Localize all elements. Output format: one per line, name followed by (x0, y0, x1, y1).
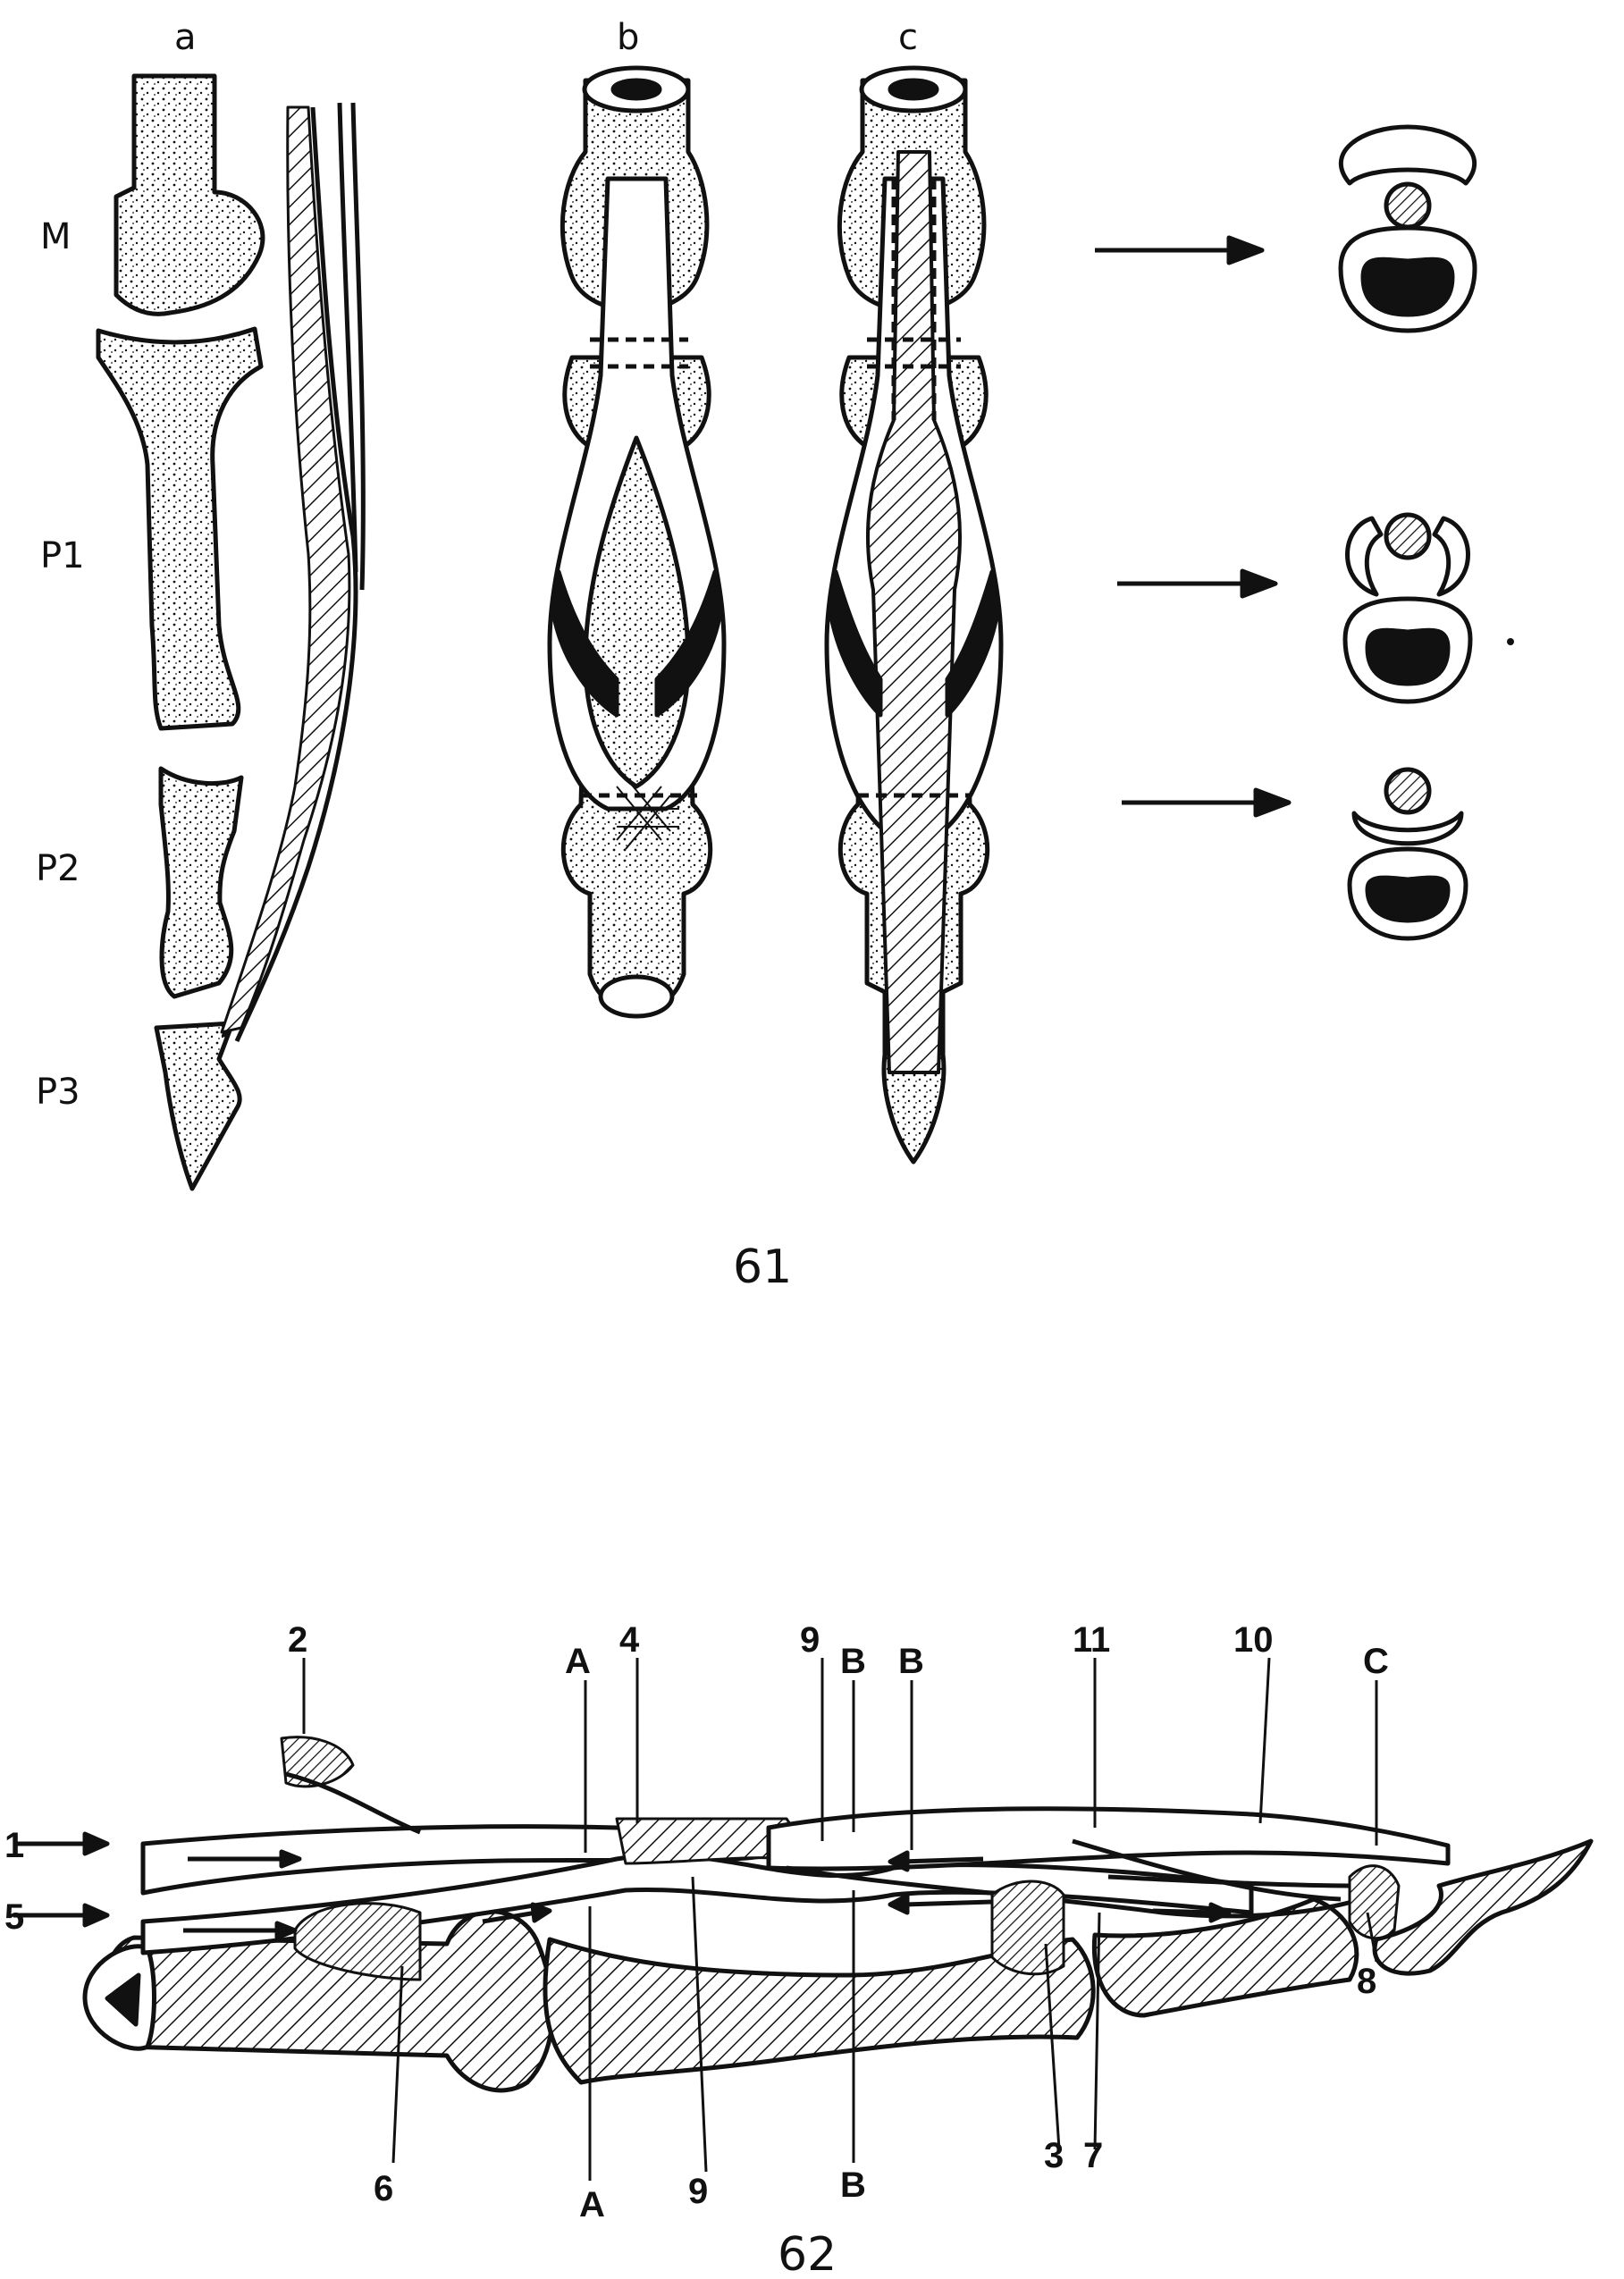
tendon-sheath-hole-c (888, 78, 939, 101)
label-10: 10 (1233, 1620, 1274, 1660)
label-1: 1 (4, 1826, 24, 1865)
label-8: 8 (1357, 1962, 1376, 2001)
label-7: 7 (1083, 2136, 1103, 2175)
pulley-6 (293, 1902, 422, 1981)
flow-arrow-6 (1152, 1908, 1216, 1915)
arrow-head-1 (1226, 235, 1265, 265)
tendon-circle-2 (1384, 512, 1432, 560)
panel-label-c: c (898, 17, 918, 58)
bone-label-p2: P2 (36, 848, 80, 889)
flow-arrow-2-head (274, 1921, 298, 1940)
stray-dot (1507, 638, 1514, 645)
leader-8 (1366, 1912, 1378, 1963)
arrow-head-2 (1240, 568, 1278, 599)
metacarpal-medulla (105, 1972, 141, 2027)
bone-label-p1: P1 (40, 535, 85, 576)
metacarpal-head (114, 73, 265, 316)
muscle-fibers-right-b (654, 569, 722, 718)
flow-arrow-3 (482, 1910, 537, 1924)
label-11: 11 (1073, 1620, 1110, 1660)
figure-caption-62: 62 (778, 2228, 837, 2279)
flow-arrow-5 (902, 1899, 993, 1907)
sheath-left-2 (1345, 516, 1384, 597)
label-b-top2: B (898, 1642, 924, 1681)
arrow-in-1-head (82, 1831, 110, 1856)
leader-9-bottom (691, 1876, 708, 2173)
panel-b-palmar-view (547, 65, 727, 1019)
cross-section-1 (1095, 124, 1477, 333)
label-c: C (1363, 1642, 1389, 1681)
panel-label-a: a (174, 17, 197, 58)
muscle-fibers-right-c (945, 569, 999, 718)
panel-c-palmar-view (824, 65, 1004, 1165)
tendon-line-1 (337, 102, 358, 573)
arrow-in-5-head (82, 1903, 110, 1928)
tendon-circle-3 (1384, 767, 1432, 815)
tendon-2-curve (285, 1771, 421, 1835)
leader-7 (1093, 1912, 1101, 2150)
bone-core-2 (1365, 627, 1451, 686)
extensor-hood (766, 1806, 1451, 1871)
pulley-3 (990, 1880, 1065, 1976)
flow-arrow-1-head (279, 1849, 302, 1869)
label-9-bottom: 9 (688, 2172, 708, 2211)
leader-3 (1044, 1943, 1061, 2150)
tendon-circle-1 (1384, 181, 1432, 230)
distal-phalanx (154, 1021, 242, 1191)
label-a-bottom: A (579, 2185, 605, 2224)
oblique-line-1 (1072, 1838, 1342, 1902)
tendon-5-deep (140, 1853, 1254, 1955)
flow-arrow-3-head (530, 1902, 552, 1923)
panel-a-lateral-view (96, 73, 366, 1191)
sheath-arc-3 (1351, 811, 1464, 846)
flexor-tendon-inner (234, 106, 358, 1043)
figure-caption-61: 61 (733, 1240, 792, 1294)
leader-6 (391, 1965, 404, 2164)
distal-knob-b (598, 974, 675, 1019)
arrow-head-3 (1253, 787, 1292, 818)
tendon-insertion-2 (280, 1736, 355, 1788)
flow-arrow-4 (902, 1856, 984, 1864)
label-b-bottom: B (840, 2165, 866, 2205)
bone-core-1 (1360, 256, 1455, 317)
muscle-fibers-left-c (829, 569, 883, 718)
panel-label-b: b (617, 17, 639, 58)
pulley-8 (1348, 1864, 1401, 1940)
muscle-fibers-left-b (551, 569, 619, 718)
label-6: 6 (374, 2169, 393, 2208)
leader-10 (1258, 1657, 1271, 1824)
cross-section-2 (1117, 512, 1514, 704)
proximal-phalanx (96, 326, 264, 731)
bone-label-p3: P3 (36, 1072, 80, 1113)
label-5: 5 (4, 1897, 24, 1937)
label-9-top: 9 (800, 1620, 820, 1660)
oblique-line-2 (1107, 1874, 1359, 1888)
sheath-right-2 (1432, 516, 1470, 597)
label-3: 3 (1044, 2136, 1064, 2175)
deep-flexor-tendon-c (865, 150, 963, 1074)
bone-core-3 (1365, 875, 1451, 923)
flow-arrow-4-head (888, 1850, 910, 1872)
sheath-arc-1 (1338, 124, 1477, 186)
tendon-line-2 (350, 102, 366, 591)
label-a-top: A (565, 1642, 591, 1681)
flow-arrow-6-head (1208, 1902, 1232, 1923)
flow-arrow-5-head (888, 1893, 910, 1915)
tendon-sheath-hole-b (610, 78, 662, 101)
figure-62 (13, 1657, 1594, 2181)
cross-section-3 (1122, 767, 1468, 941)
middle-phalanx-bone (1091, 1896, 1359, 2018)
middle-phalanx (158, 766, 244, 999)
bone-label-m: M (40, 216, 72, 257)
distal-phalanx-bone (1372, 1838, 1594, 1976)
label-4: 4 (619, 1620, 640, 1660)
flexor-tendon-hatched (220, 105, 351, 1034)
cross-hatch-b (616, 777, 679, 850)
lumbrical-band (786, 1865, 1377, 1919)
label-b-top1: B (840, 1642, 866, 1681)
label-2: 2 (288, 1620, 307, 1660)
figure-61 (96, 65, 1514, 1191)
